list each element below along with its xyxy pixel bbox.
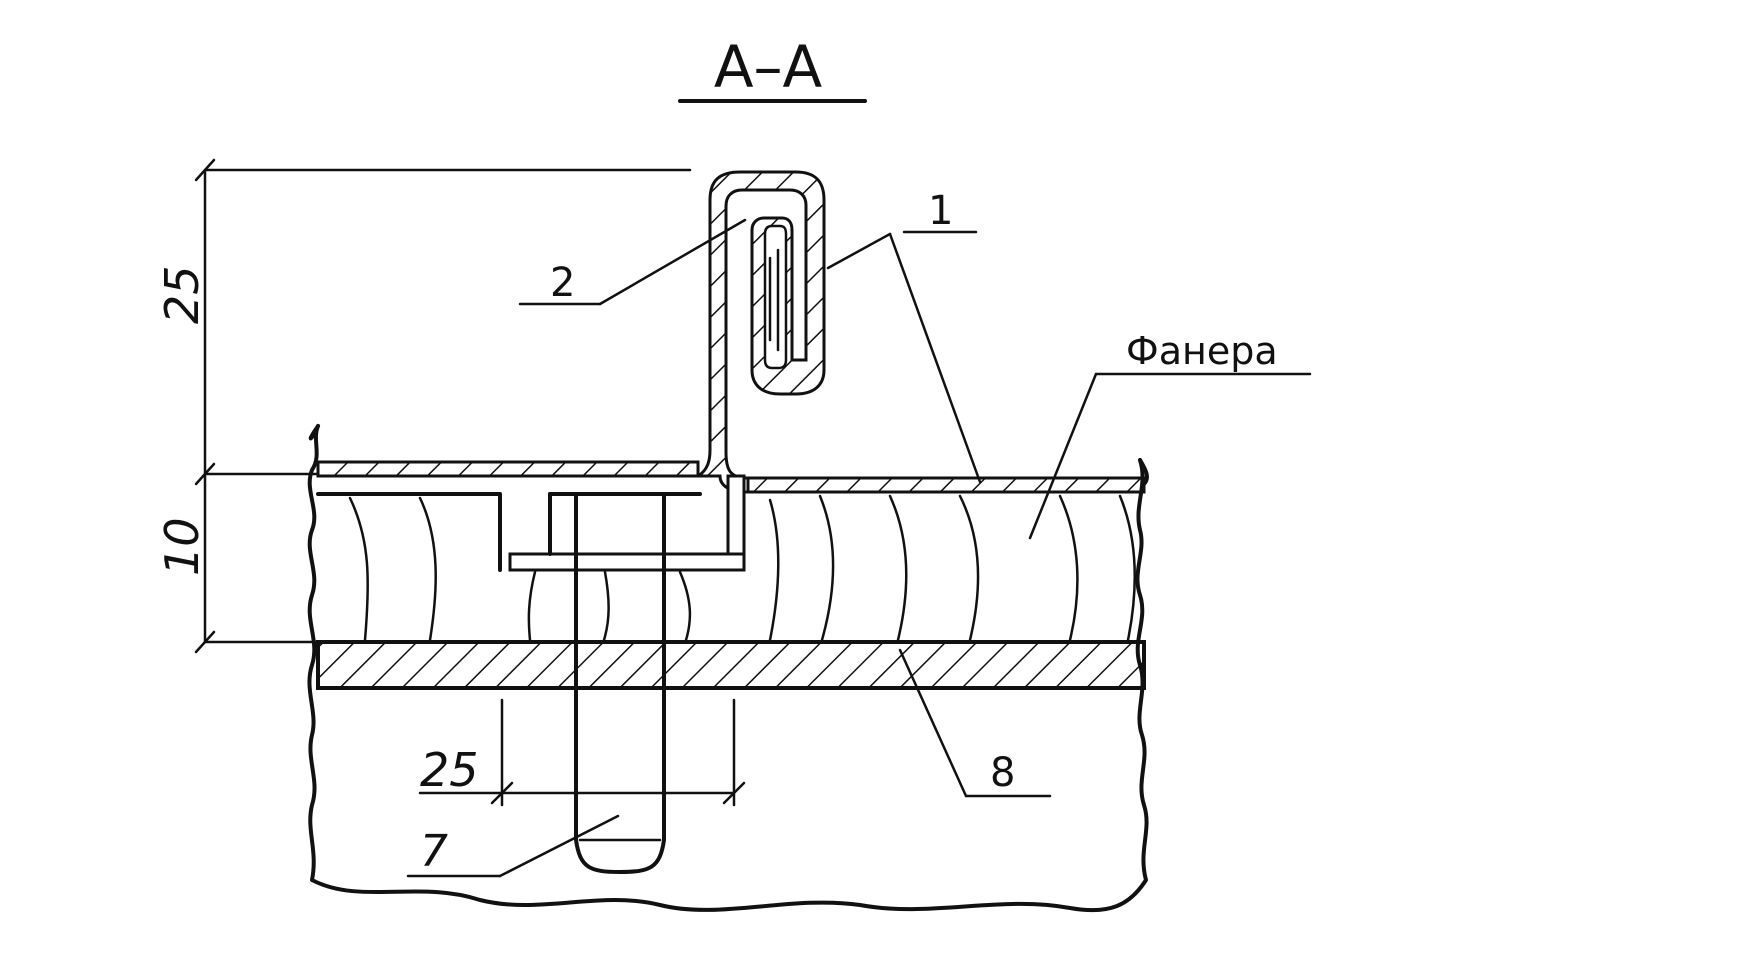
clip-slot (763, 224, 788, 370)
bottom-layer-8 (316, 640, 1146, 690)
top-sheet-right (746, 476, 1146, 494)
callout-part-1: 1 (928, 188, 953, 234)
recess-outline (316, 492, 502, 572)
top-sheet-left (316, 460, 700, 478)
break-left-top (308, 424, 320, 441)
section-title: А–А (714, 33, 823, 101)
horizontal-plate (508, 552, 746, 572)
callout-plywood: Фанера (1126, 329, 1278, 373)
callout-leaders (406, 218, 1312, 878)
callout-part-8: 8 (990, 750, 1015, 796)
dim-top-height: 25 (155, 265, 209, 324)
dim-bottom-width: 25 (420, 743, 479, 797)
plywood-grain (348, 494, 1136, 642)
vertical-profile (692, 170, 826, 494)
dim-middle-height: 10 (155, 517, 209, 576)
callout-part-2: 2 (550, 260, 575, 306)
callout-part-7: 7 (420, 826, 448, 877)
dimension-lines (194, 158, 746, 807)
bolt-7 (574, 492, 666, 874)
